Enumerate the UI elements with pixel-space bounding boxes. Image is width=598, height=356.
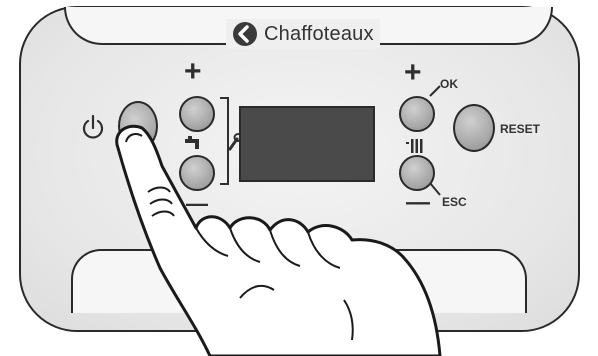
heating-plus-ok-button[interactable] (399, 96, 435, 132)
lcd-display (239, 106, 375, 182)
hot-water-minus-button[interactable] (179, 155, 215, 191)
hot-water-plus-button[interactable] (179, 96, 215, 132)
brand-logo-icon (233, 22, 257, 46)
ok-connector-line (429, 85, 441, 97)
esc-connector-line (429, 182, 441, 196)
reset-button[interactable] (453, 104, 495, 152)
plus-right-label: + (404, 56, 422, 89)
bracket-lines (220, 97, 229, 185)
brand-logo-area: Chaffoteaux (226, 19, 380, 49)
reset-label: RESET (500, 122, 541, 136)
brand-name: Chaffoteaux (264, 22, 374, 45)
esc-label: ESC (442, 195, 467, 209)
minus-right-label: — (406, 189, 430, 216)
minus-left-label: — (186, 191, 208, 216)
heating-minus-esc-button[interactable] (399, 155, 435, 191)
ok-label: OK (440, 77, 458, 91)
tap-icon (185, 136, 199, 149)
power-icon (82, 114, 104, 139)
plus-left-label: + (184, 55, 202, 88)
radiator-icon (406, 139, 423, 153)
